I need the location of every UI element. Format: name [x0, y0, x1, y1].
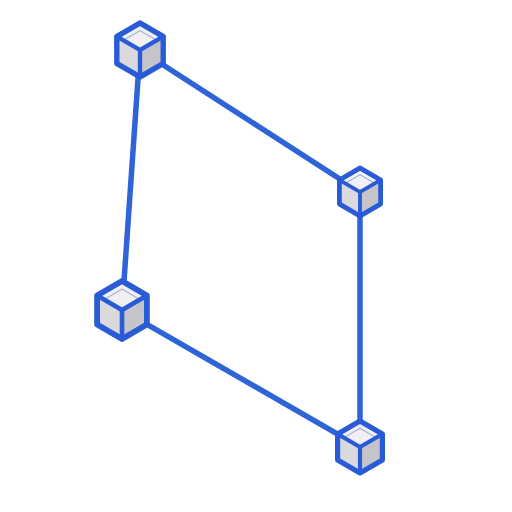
- edge-node-top-left-to-node-right: [137, 47, 363, 195]
- node-bottom-right: [335, 418, 385, 476]
- cube-right-face: [360, 180, 381, 216]
- cube-icon: [94, 278, 150, 342]
- cube-icon: [335, 418, 385, 476]
- cube-left-face: [339, 180, 360, 216]
- cube-icon: [336, 165, 384, 219]
- node-top-left: [114, 20, 166, 80]
- node-layer: [94, 20, 385, 476]
- edge-node-top-left-to-node-bottom-left: [119, 47, 143, 313]
- cube-left-face: [97, 295, 122, 339]
- cube-icon: [114, 20, 166, 80]
- node-bottom-left: [94, 278, 150, 342]
- edge-layer: [119, 47, 363, 450]
- cube-top-face: [116, 23, 164, 50]
- cube-top-face: [337, 421, 383, 447]
- node-right: [336, 165, 384, 219]
- edge-node-bottom-left-to-node-bottom-right: [119, 307, 363, 450]
